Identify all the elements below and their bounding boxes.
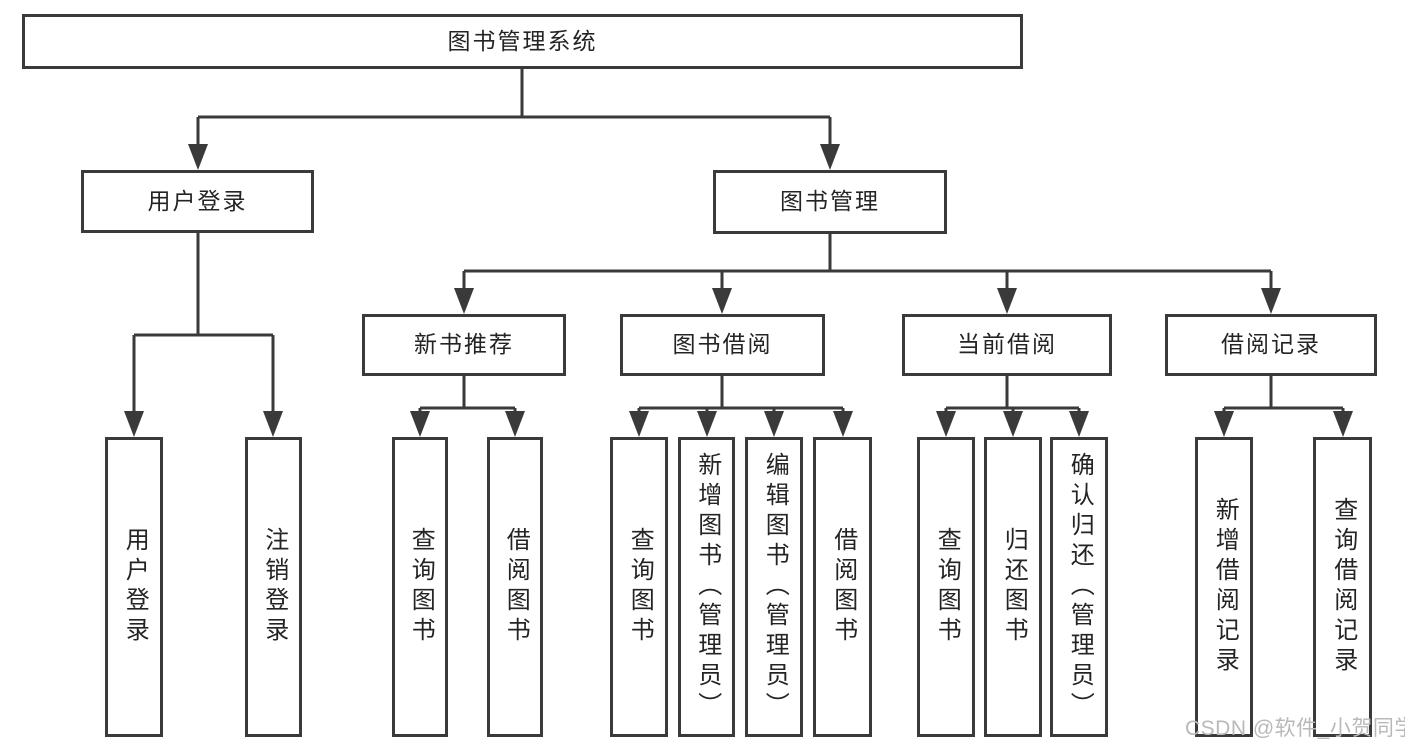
leaf-query-books-recommend: 查询图书 <box>392 437 448 737</box>
leaf-borrow-books: 借阅图书 <box>813 437 872 737</box>
node-library-system: 图书管理系统 <box>22 14 1023 69</box>
csdn-watermark: CSDN @软件_小贺同学 <box>1185 717 1405 740</box>
node-book-borrowing: 图书借阅 <box>620 314 825 376</box>
leaf-query-books-borrow: 查询图书 <box>610 437 668 737</box>
leaf-user-login: 用户登录 <box>105 437 163 737</box>
node-borrowing-records: 借阅记录 <box>1165 314 1377 376</box>
node-user-login: 用户登录 <box>81 170 314 233</box>
leaf-add-borrow-record: 新增借阅记录 <box>1195 437 1253 737</box>
leaf-query-borrow-record: 查询借阅记录 <box>1313 437 1372 737</box>
leaf-add-books-admin: 新增图书（管理员） <box>678 437 735 737</box>
leaf-query-books-current: 查询图书 <box>917 437 975 737</box>
leaf-edit-books-admin: 编辑图书（管理员） <box>745 437 803 737</box>
leaf-confirm-return-admin: 确认归还（管理员） <box>1050 437 1108 737</box>
leaf-return-books: 归还图书 <box>984 437 1042 737</box>
leaf-borrow-books-recommend: 借阅图书 <box>487 437 543 737</box>
leaf-logout: 注销登录 <box>245 437 302 737</box>
node-book-management: 图书管理 <box>713 170 947 234</box>
node-current-borrowing: 当前借阅 <box>902 314 1112 376</box>
node-new-book-recommendation: 新书推荐 <box>362 314 566 376</box>
